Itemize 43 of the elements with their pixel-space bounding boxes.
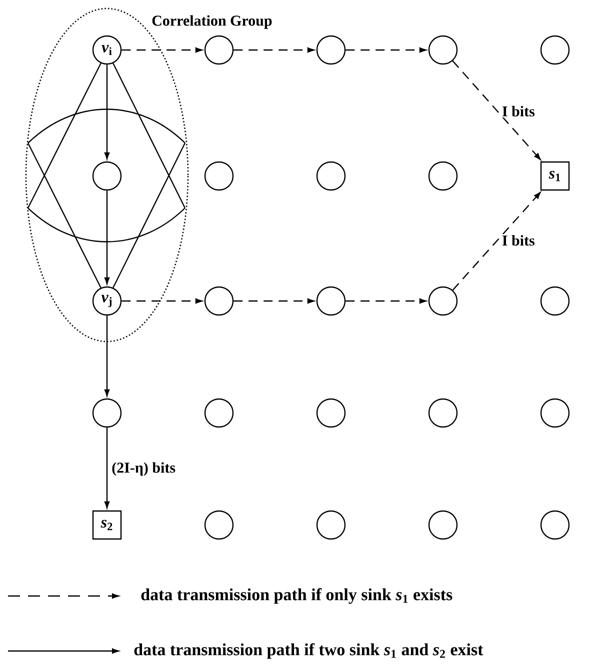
sensor-node bbox=[316, 286, 346, 316]
sensor-node bbox=[316, 398, 346, 428]
arrow bbox=[452, 60, 541, 160]
arrow bbox=[346, 298, 426, 304]
sensor-node bbox=[540, 398, 570, 428]
edge-label: I bits bbox=[500, 104, 536, 118]
sensor-node bbox=[540, 35, 570, 65]
sink-box: s$_{1}$ bbox=[540, 161, 570, 191]
legend-text: data transmission path if two sink s$_{1}$ and s$_{2}$ exist bbox=[134, 643, 484, 659]
arrow bbox=[346, 47, 426, 53]
edge-label: (2I-η) bits bbox=[110, 461, 177, 477]
sensor-node bbox=[540, 286, 570, 316]
edge-label: I bits bbox=[500, 234, 536, 247]
arrow bbox=[104, 64, 110, 160]
sensor-node bbox=[316, 510, 346, 540]
sensor-node bbox=[428, 161, 458, 191]
sensor-node: v$_{j}$ bbox=[92, 286, 122, 316]
sensor-node bbox=[204, 510, 234, 540]
sensor-node bbox=[204, 161, 234, 191]
arrow bbox=[122, 298, 202, 304]
arrow bbox=[452, 192, 541, 291]
arrow bbox=[234, 298, 314, 304]
arrow bbox=[104, 190, 110, 284]
sink-box: s$_{2}$ bbox=[92, 510, 122, 540]
sensor-node bbox=[92, 161, 122, 191]
sensor-node bbox=[428, 286, 458, 316]
sensor-node bbox=[428, 510, 458, 540]
sensor-node bbox=[428, 398, 458, 428]
sensor-node bbox=[316, 161, 346, 191]
sensor-node bbox=[204, 398, 234, 428]
sensor-node: v$_{i}$ bbox=[92, 35, 122, 65]
legend-text: data transmission path if only sink s$_{1}$ exists bbox=[141, 588, 452, 604]
sensor-node bbox=[316, 35, 346, 65]
sensor-node bbox=[204, 35, 234, 65]
sensor-node bbox=[92, 398, 122, 428]
group-label: Correlation Group bbox=[152, 15, 272, 29]
arrow bbox=[122, 47, 202, 53]
sensor-node bbox=[204, 286, 234, 316]
arrow bbox=[104, 428, 110, 508]
arrow bbox=[234, 47, 314, 53]
arrow bbox=[104, 316, 110, 396]
sensor-node bbox=[428, 35, 458, 65]
sensor-node bbox=[540, 510, 570, 540]
